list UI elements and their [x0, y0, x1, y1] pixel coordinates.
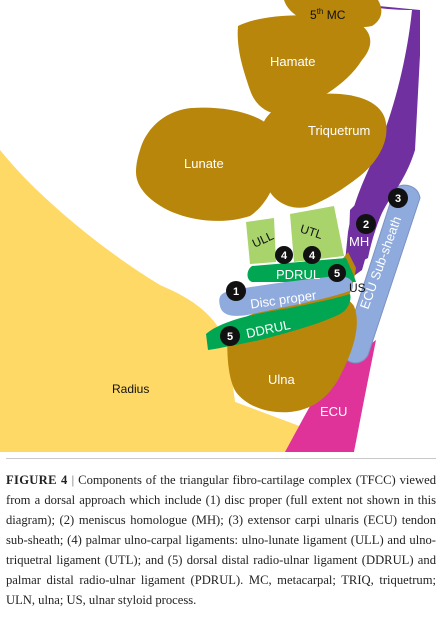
- label-ecu: ECU: [320, 404, 347, 419]
- hamate-bone: [237, 15, 371, 114]
- svg-text:5: 5: [334, 268, 340, 280]
- svg-text:5: 5: [227, 331, 233, 343]
- label-mh: MH: [349, 234, 369, 249]
- label-pdrul: PDRUL: [276, 267, 320, 282]
- svg-text:3: 3: [395, 193, 401, 205]
- svg-text:4: 4: [309, 250, 316, 262]
- ddrul-ligament: [206, 294, 351, 350]
- marker-4-utl: 4: [303, 246, 321, 264]
- label-radius: Radius: [112, 382, 149, 396]
- svg-text:2: 2: [363, 219, 369, 231]
- figure-caption: FIGURE 4|Components of the triangular fi…: [6, 470, 436, 610]
- label-us: US: [349, 281, 366, 295]
- marker-5-ddrul: 5: [220, 326, 240, 346]
- caption-divider: [6, 458, 436, 459]
- label-lunate: Lunate: [184, 156, 224, 171]
- marker-2-mh: 2: [356, 214, 376, 234]
- svg-text:4: 4: [281, 250, 288, 262]
- disc-proper: [219, 276, 354, 316]
- radius-lower-extension: [230, 400, 310, 452]
- caption-text: Components of the triangular fibro-carti…: [6, 473, 436, 607]
- ull-ligament: [246, 218, 276, 264]
- marker-3-ecu: 3: [388, 188, 408, 208]
- triquetrum-bone: [259, 93, 387, 208]
- label-5th-mc: 5th MC: [310, 7, 346, 22]
- label-utl: UTL: [298, 222, 324, 242]
- marker-5-pdrul: 5: [328, 264, 346, 282]
- label-ulna: Ulna: [268, 372, 296, 387]
- label-hamate: Hamate: [270, 54, 316, 69]
- radius-bone: [0, 150, 242, 452]
- tfcc-diagram: 5th MC Hamate Triquetrum Lunate ULL UTL …: [0, 0, 421, 452]
- svg-text:1: 1: [233, 286, 239, 298]
- caption-separator: |: [71, 473, 75, 487]
- utl-ligament: [290, 206, 344, 262]
- lunate-bone: [136, 107, 281, 221]
- marker-1-disc: 1: [226, 281, 246, 301]
- ecu-tendon: [285, 340, 376, 452]
- figure-label: FIGURE 4: [6, 473, 68, 487]
- label-triquetrum: Triquetrum: [308, 123, 370, 138]
- marker-4-ull: 4: [275, 246, 293, 264]
